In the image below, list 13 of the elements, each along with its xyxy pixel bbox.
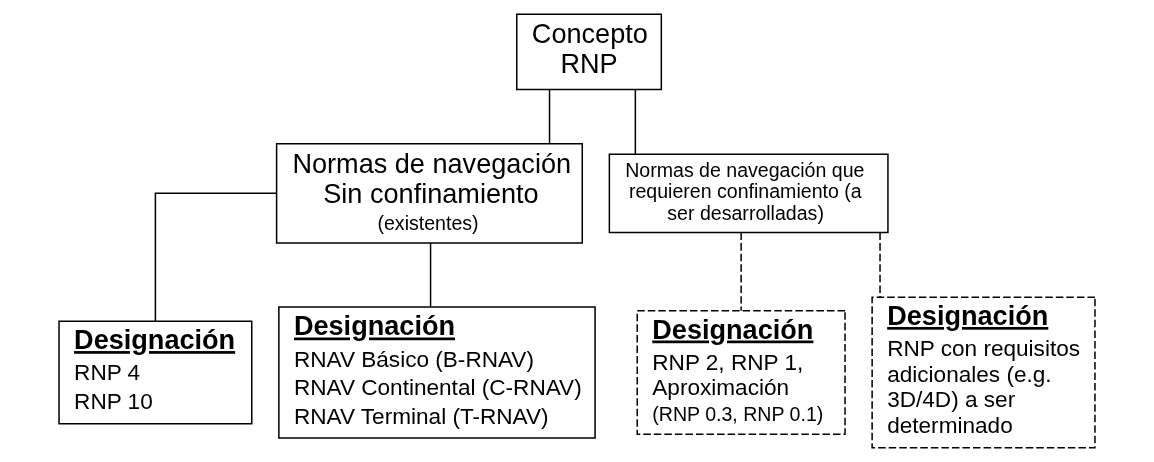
- node-box: Designación RNP 2, RNP 1, Aproximación (RNP 0.3, RNP 0.1): [636, 310, 846, 436]
- connector: [879, 231, 881, 298]
- connector: [154, 192, 278, 322]
- connector: [548, 89, 551, 145]
- connector: [634, 89, 637, 155]
- node-box: Designación RNP 4 RNP 10: [58, 320, 253, 425]
- connector: [740, 231, 742, 312]
- node-box: Designación RNAV Básico (B-RNAV) RNAV Continental (C-RNAV) RNAV Terminal (T-RNAV): [278, 306, 596, 439]
- node-box: Normas de navegación que requieren confinamiento (a ser desarrolladas): [608, 153, 889, 234]
- node-box: Concepto RNP: [516, 13, 663, 91]
- connector: [429, 242, 432, 308]
- node-box: Designación RNP con requisitos adicionales (e.g. 3D/4D) a ser determinado: [871, 296, 1096, 449]
- node-box: Normas de navegación Sin confinamiento (existentes): [275, 142, 584, 244]
